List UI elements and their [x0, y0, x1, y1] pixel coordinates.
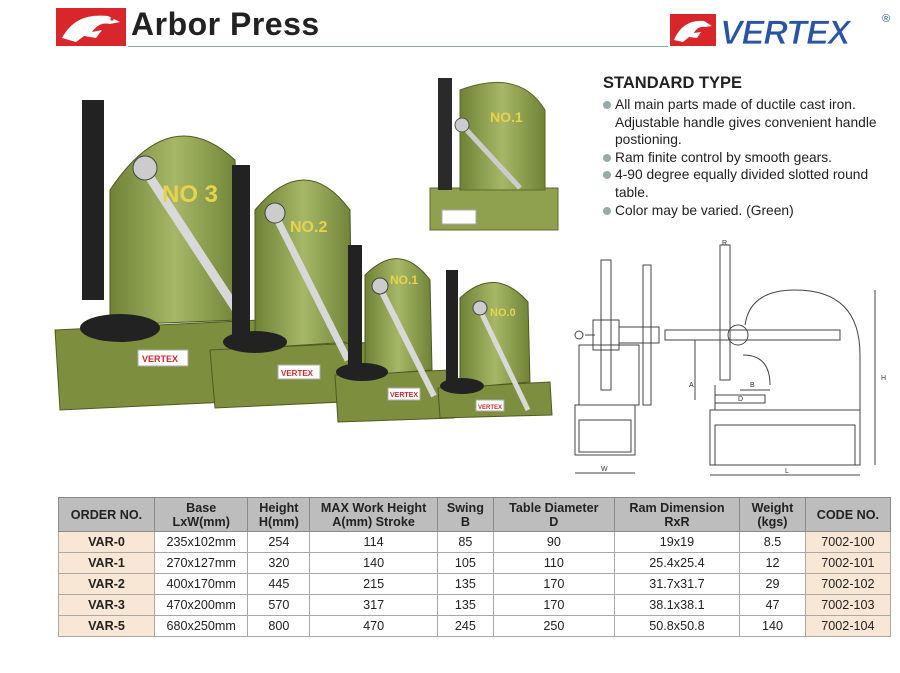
weight-cell: 140: [739, 615, 806, 637]
dim-label-b: B: [750, 382, 755, 389]
height-cell: 800: [247, 615, 311, 637]
ram-dimension-cell: 31.7x31.7: [613, 573, 741, 595]
registered-mark: ®: [882, 13, 890, 25]
code-no-cell: 7002-102: [804, 573, 892, 595]
order-no-cell: VAR-3: [58, 594, 155, 616]
base-brand-no0: VERTEX: [478, 405, 502, 411]
base-brand-no2: VERTEX: [281, 369, 314, 378]
dim-label-w: W: [601, 466, 608, 473]
base-cell: 400x170mm: [153, 573, 249, 595]
standard-type-heading: STANDARD TYPE: [603, 74, 743, 92]
page-title: Arbor Press: [131, 6, 320, 42]
swing-cell: 245: [436, 615, 494, 637]
table-diameter-cell: 90: [492, 531, 615, 553]
feature-item: Color may be varied. (Green): [603, 202, 895, 220]
height-cell: 254: [247, 531, 311, 553]
model-label-no3: NO 3: [162, 181, 218, 208]
swing-cell: 85: [436, 531, 494, 553]
dim-label-l: L: [785, 468, 789, 475]
inset-press: NO.1: [429, 78, 559, 231]
code-no-cell: 7002-103: [804, 594, 892, 616]
weight-cell: 8.5: [739, 531, 806, 553]
order-no-cell: VAR-0: [58, 531, 155, 553]
swing-cell: 105: [436, 552, 494, 574]
code-no-cell: 7002-100: [804, 531, 892, 553]
model-label-no2: NO.2: [290, 219, 327, 236]
model-label-no0: NO.0: [490, 307, 516, 319]
table-diameter-cell: 170: [492, 594, 615, 616]
inset-model-label: NO.1: [490, 109, 523, 125]
base-cell: 680x250mm: [153, 615, 249, 637]
table-row: VAR-0 235x102mm 254 114 85 90 19x19 8.5 …: [58, 531, 892, 553]
weight-cell: 12: [739, 552, 806, 574]
dim-label-r: R: [722, 240, 727, 247]
work-height-cell: 140: [309, 552, 438, 574]
height-cell: 445: [247, 573, 311, 595]
base-cell: 235x102mm: [153, 531, 249, 553]
col-header-weight: Weight(kgs): [739, 497, 806, 532]
code-no-cell: 7002-104: [804, 615, 892, 637]
work-height-cell: 215: [309, 573, 438, 595]
table-diameter-cell: 250: [492, 615, 615, 637]
base-cell: 270x127mm: [153, 552, 249, 574]
vertex-brand-logo: VERTEX ®: [670, 13, 890, 50]
table-diameter-cell: 170: [492, 573, 615, 595]
base-brand-no3: VERTEX: [142, 354, 178, 364]
table-diameter-cell: 110: [492, 552, 615, 574]
base-cell: 470x200mm: [153, 594, 249, 616]
ram-dimension-cell: 50.8x50.8: [613, 615, 741, 637]
height-cell: 320: [247, 552, 311, 574]
model-label-no1: NO.1: [390, 273, 418, 287]
dim-label-d: D: [738, 396, 743, 403]
order-no-cell: VAR-1: [58, 552, 155, 574]
brand-name: VERTEX: [720, 14, 853, 50]
press-no1: NO.1 VERTEX: [334, 245, 455, 423]
table-row: VAR-5 680x250mm 800 470 245 250 50.8x50.…: [58, 615, 892, 637]
dimension-diagram: W R A B D H L: [574, 240, 886, 476]
side-view: W: [574, 259, 660, 474]
eagle-logo-icon: [56, 8, 126, 46]
front-view: R A B D H L: [664, 240, 886, 476]
press-no0: NO.0 VERTEX: [437, 270, 553, 419]
press-no2: NO.2 VERTEX: [209, 165, 387, 409]
base-brand-no1: VERTEX: [390, 392, 418, 399]
ram-dimension-cell: 19x19: [613, 531, 741, 553]
col-header-order-no: ORDER NO.: [58, 497, 155, 532]
dim-label-a: A: [689, 382, 694, 389]
col-header-code-no: CODE NO.: [804, 497, 892, 532]
feature-item: Ram finite control by smooth gears.: [603, 149, 895, 167]
title-divider: [128, 46, 668, 47]
feature-item: 4-90 degree equally divided slotted roun…: [603, 166, 895, 201]
table-row: VAR-2 400x170mm 445 215 135 170 31.7x31.…: [58, 573, 892, 595]
order-no-cell: VAR-5: [58, 615, 155, 637]
feature-item: All main parts made of ductile cast iron…: [603, 96, 895, 149]
feature-list: All main parts made of ductile cast iron…: [603, 96, 895, 219]
weight-cell: 47: [739, 594, 806, 616]
order-no-cell: VAR-2: [58, 573, 155, 595]
arbor-press-photo: NO.1 NO 3 VERTEX NO.2 VERTEX NO.1 VERTEX: [54, 78, 559, 423]
code-no-cell: 7002-101: [804, 552, 892, 574]
ram-dimension-cell: 25.4x25.4: [613, 552, 741, 574]
swing-cell: 135: [436, 573, 494, 595]
dim-label-h: H: [881, 375, 886, 382]
work-height-cell: 470: [309, 615, 438, 637]
swing-cell: 135: [436, 594, 494, 616]
weight-cell: 29: [739, 573, 806, 595]
table-row: VAR-3 470x200mm 570 317 135 170 38.1x38.…: [58, 594, 892, 616]
table-row: VAR-1 270x127mm 320 140 105 110 25.4x25.…: [58, 552, 892, 574]
brand-eagle-icon: [670, 14, 716, 46]
work-height-cell: 114: [309, 531, 438, 553]
height-cell: 570: [247, 594, 311, 616]
ram-dimension-cell: 38.1x38.1: [613, 594, 741, 616]
work-height-cell: 317: [309, 594, 438, 616]
